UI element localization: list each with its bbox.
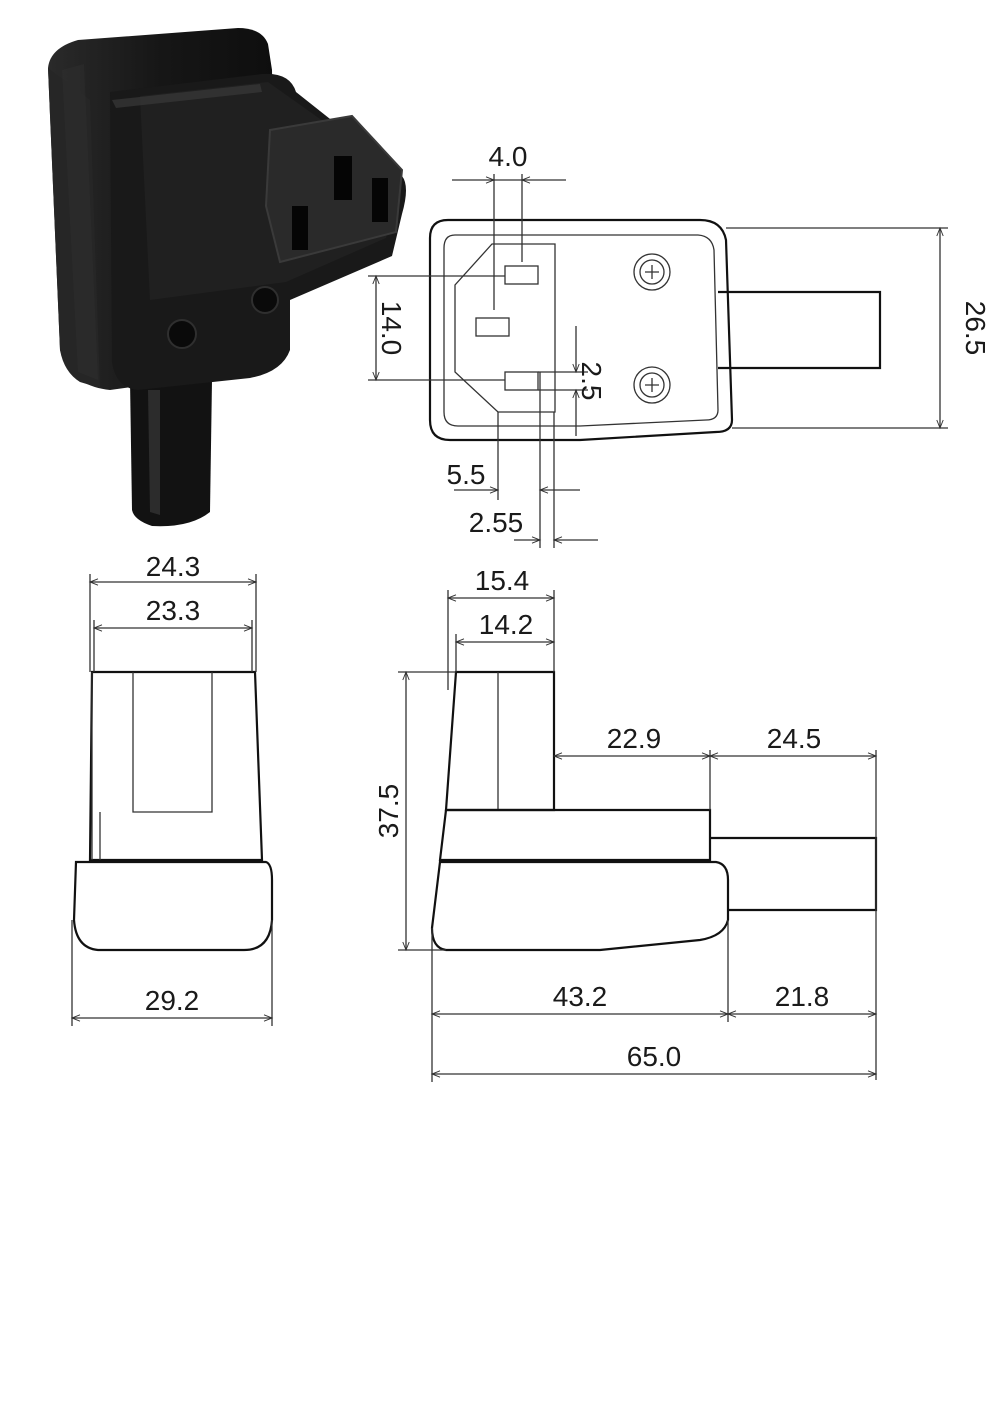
- screw-icon: [633, 253, 671, 291]
- dim-cable-top: 24.5: [767, 723, 822, 754]
- dim-top-inner: 14.2: [479, 609, 534, 640]
- dim-base-width: 29.2: [145, 985, 200, 1016]
- dim-pin-span: 14.0: [376, 301, 407, 356]
- dim-height: 37.5: [373, 784, 404, 839]
- dim-pin-width: 4.0: [489, 141, 528, 172]
- dim-top-outer: 15.4: [475, 565, 530, 596]
- connector-photo: [48, 28, 406, 527]
- front-view: 24.3 23.3 29.2: [70, 551, 274, 1026]
- screw-icon: [633, 366, 671, 404]
- photo-pin-hole-right: [372, 178, 388, 222]
- dim-body-length: 43.2: [553, 981, 608, 1012]
- dim-cable-length: 21.8: [775, 981, 830, 1012]
- photo-pin-hole-earth: [334, 156, 352, 200]
- dim-inner-width: 23.3: [146, 595, 201, 626]
- top-view: 4.0 26.5 14.0 2.5 5.5 2.55: [368, 141, 991, 548]
- dim-outer-width: 24.3: [146, 551, 201, 582]
- dim-offset-b: 2.55: [469, 507, 524, 538]
- photo-pin-hole-left: [292, 206, 308, 250]
- dim-mid-body: 22.9: [607, 723, 662, 754]
- dim-offset-a: 5.5: [447, 459, 486, 490]
- dim-height-total: 26.5: [960, 301, 991, 356]
- side-view: 15.4 14.2 37.5 22.9 24.5 43.2 21.8 65.0: [373, 565, 878, 1082]
- dim-total-length: 65.0: [627, 1041, 682, 1072]
- dim-pin-small: 2.5: [576, 362, 607, 401]
